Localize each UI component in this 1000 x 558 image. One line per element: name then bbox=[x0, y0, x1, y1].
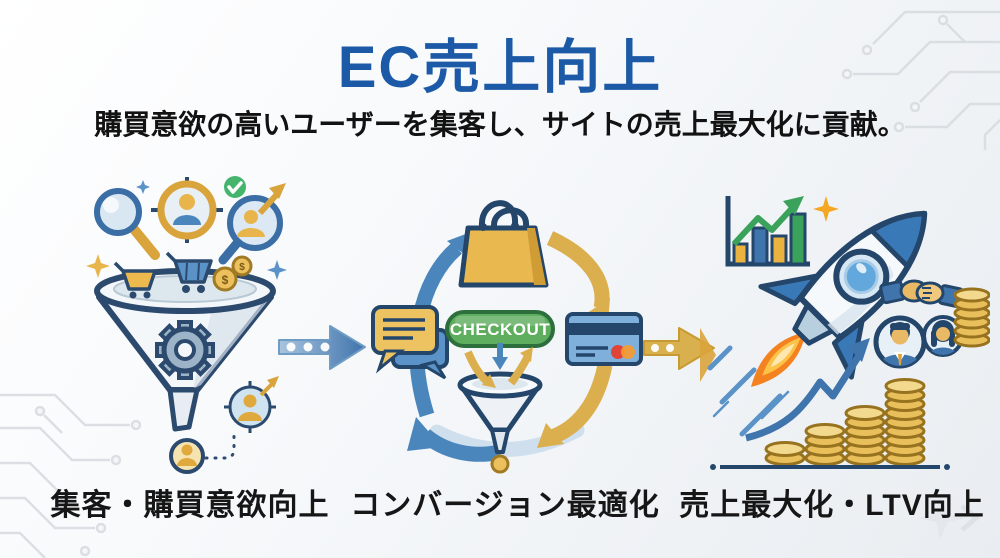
target-user-icon bbox=[151, 177, 223, 243]
outflow-arrow-icon bbox=[507, 347, 533, 386]
mini-funnel-icon bbox=[457, 371, 543, 454]
stage-label-conversion: コンバージョン最適化 bbox=[350, 489, 660, 522]
svg-text:$: $ bbox=[239, 262, 245, 273]
coin-stack-icon bbox=[764, 287, 990, 466]
checkout-label: CHECKOUT bbox=[450, 320, 550, 339]
cycle-arrow-gold-icon bbox=[537, 231, 613, 448]
user-badge-icon bbox=[169, 438, 205, 474]
rising-arrow-icon bbox=[745, 338, 870, 442]
checkout-button: CHECKOUT bbox=[445, 310, 555, 348]
flame-icon bbox=[751, 331, 807, 387]
svg-text:$: $ bbox=[222, 273, 229, 287]
rocket-window-icon bbox=[833, 248, 890, 305]
growth-arrow-icon bbox=[731, 196, 804, 247]
user-growth-magnifier-icon bbox=[218, 183, 286, 265]
avatar-man-icon bbox=[873, 315, 927, 369]
credit-card-icon bbox=[565, 312, 643, 366]
stage-label-maximize: 売上最大化・LTV向上 bbox=[679, 489, 985, 522]
stage-conversion-illustration: CHECKOUT bbox=[371, 200, 643, 474]
page-subtitle: 購買意欲の高いユーザーを集客し、サイトの売上最大化に貢献。 bbox=[94, 109, 906, 140]
gold-chevron-decoration bbox=[700, 328, 716, 382]
gold-cart-icon bbox=[113, 261, 157, 299]
inflow-arrow-icon bbox=[464, 350, 496, 388]
sparkle-icon bbox=[813, 196, 839, 222]
baseline bbox=[710, 464, 950, 470]
stage-attract-illustration: $ $ bbox=[86, 176, 287, 474]
chat-bubbles-icon bbox=[371, 305, 449, 380]
circuit-pattern-top-right bbox=[841, 10, 1000, 150]
down-arrow-icon bbox=[492, 343, 508, 370]
flow-arrow-blue bbox=[278, 325, 366, 370]
shopping-bag-icon bbox=[458, 200, 549, 288]
check-badge-icon bbox=[224, 176, 246, 198]
gear-icon bbox=[155, 320, 215, 380]
chevron-decoration-bottom-right bbox=[918, 496, 980, 540]
handshake-icon bbox=[879, 279, 964, 309]
stage-maximize-illustration bbox=[700, 196, 990, 470]
bar-chart-icon bbox=[725, 196, 810, 267]
sparkle-icon bbox=[86, 180, 287, 280]
circuit-pattern-bottom-left bbox=[0, 393, 142, 558]
blue-cart-icon bbox=[165, 251, 213, 293]
magnifier-icon bbox=[94, 188, 160, 260]
speed-lines-icon bbox=[707, 345, 790, 437]
coin-icon bbox=[490, 454, 510, 474]
stage-label-attract: 集客・購買意欲向上 bbox=[50, 489, 330, 522]
target-person-icon bbox=[224, 376, 279, 433]
page-title: EC売上向上 bbox=[337, 35, 663, 100]
dashed-connector bbox=[204, 431, 236, 460]
dollar-coin-icon: $ $ bbox=[212, 255, 253, 292]
flow-arrow-gold bbox=[643, 327, 715, 370]
